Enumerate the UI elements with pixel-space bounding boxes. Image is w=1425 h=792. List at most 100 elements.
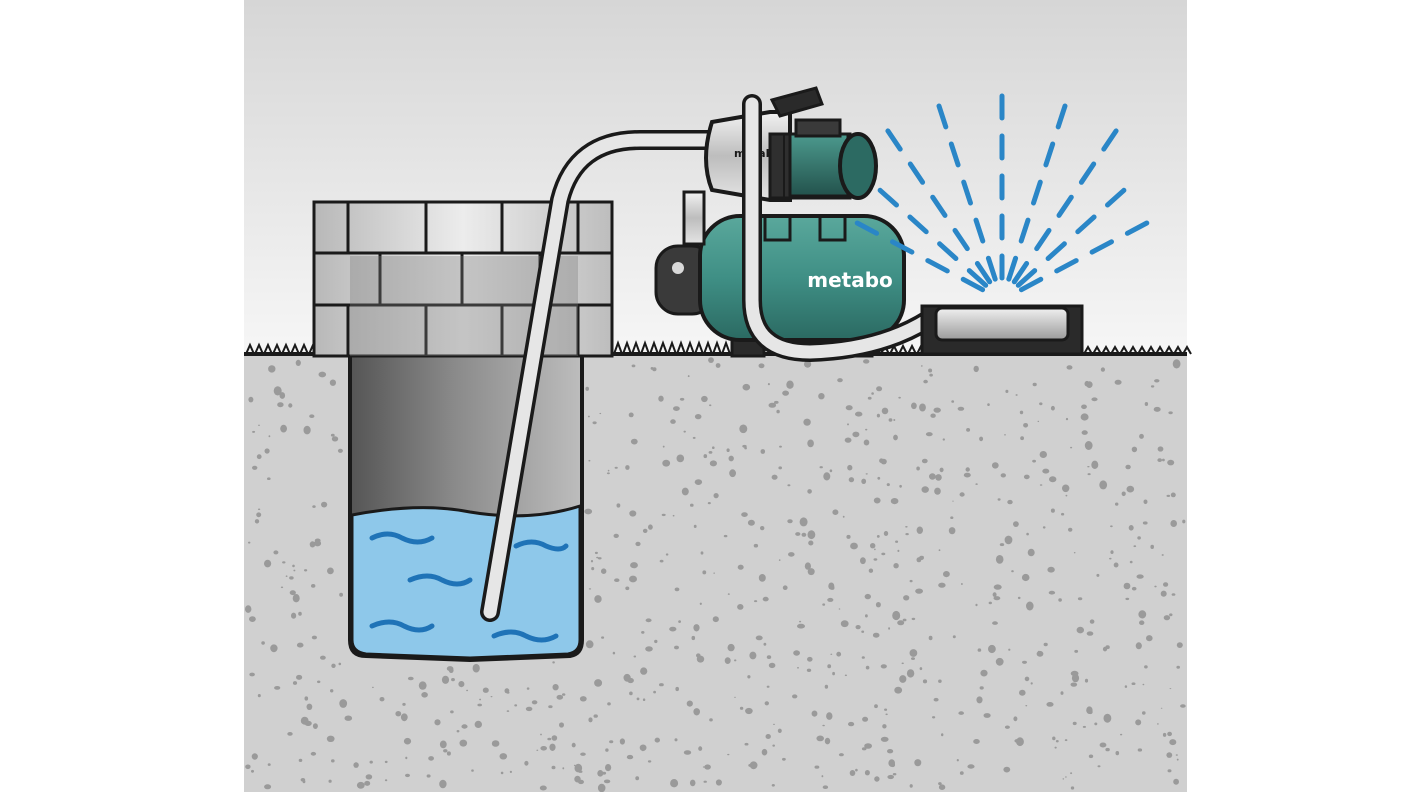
soil-speck — [443, 749, 448, 753]
soil-speck — [245, 605, 252, 613]
soil-speck — [916, 466, 920, 471]
soil-speck — [864, 743, 872, 749]
soil-speck — [328, 779, 332, 783]
soil-speck — [1131, 586, 1137, 591]
soil-speck — [320, 655, 326, 660]
soil-speck — [778, 466, 782, 470]
spray-dash — [1075, 214, 1097, 235]
soil-speck — [703, 454, 708, 459]
spray-dash — [854, 220, 880, 236]
soil-speck — [1017, 596, 1021, 600]
soil-speck — [758, 574, 766, 582]
soil-speck — [339, 592, 343, 597]
soil-speck — [310, 751, 317, 756]
soil-speck — [977, 648, 982, 652]
soil-speck — [268, 435, 271, 438]
soil-speck — [739, 706, 744, 710]
soil-speck — [766, 655, 772, 659]
soil-speck — [1143, 499, 1148, 505]
soil-speck — [898, 396, 901, 399]
soil-speck — [1081, 430, 1088, 435]
soil-speck — [439, 779, 447, 789]
soil-speck — [588, 588, 592, 590]
soil-speck — [1042, 468, 1050, 474]
soil-speck — [1099, 480, 1108, 490]
spray-dash — [1034, 227, 1052, 252]
soil-speck — [506, 710, 510, 712]
soil-speck — [976, 696, 983, 704]
soil-speck — [1133, 545, 1137, 548]
soil-speck — [832, 509, 839, 515]
spray-dash — [1078, 161, 1097, 185]
soil-speck — [329, 379, 336, 386]
soil-speck — [727, 753, 730, 756]
soil-speck — [1170, 520, 1177, 527]
soil-speck — [693, 708, 700, 716]
soil-speck — [906, 669, 915, 678]
soil-speck — [450, 710, 454, 714]
soil-speck — [1131, 446, 1138, 453]
soil-speck — [899, 675, 907, 683]
soil-speck — [1074, 649, 1079, 653]
soil-speck — [580, 752, 586, 756]
soil-speck — [547, 737, 552, 741]
soil-speck — [892, 773, 897, 776]
soil-speck — [623, 673, 631, 682]
soil-speck — [1135, 642, 1142, 650]
soil-speck — [975, 603, 978, 607]
soil-speck — [344, 715, 353, 721]
soil-speck — [952, 635, 956, 639]
soil-speck — [331, 759, 335, 763]
soil-speck — [596, 556, 599, 559]
soil-speck — [592, 421, 597, 425]
soil-speck — [578, 779, 584, 785]
soil-speck — [933, 407, 941, 413]
soil-speck — [847, 423, 849, 426]
soil-speck — [1004, 434, 1006, 436]
soil-speck — [1161, 554, 1164, 556]
soil-speck — [309, 541, 316, 548]
soil-speck — [1003, 766, 1011, 773]
soil-speck — [491, 740, 500, 747]
soil-speck — [1023, 474, 1030, 480]
soil-speck — [1058, 598, 1062, 602]
soil-speck — [296, 674, 303, 680]
soil-speck — [1088, 754, 1094, 759]
soil-speck — [1125, 464, 1131, 470]
soil-speck — [742, 383, 751, 391]
soil-speck — [707, 502, 711, 505]
soil-speck — [806, 668, 812, 672]
soil-speck — [823, 472, 831, 481]
soil-speck — [1176, 665, 1180, 669]
soil-speck — [562, 767, 565, 770]
soil-speck — [1062, 778, 1065, 780]
soil-speck — [458, 681, 465, 688]
soil-speck — [911, 617, 916, 621]
spray-dash — [937, 241, 959, 261]
soil-speck — [256, 512, 262, 518]
soil-speck — [1089, 619, 1095, 624]
soil-speck — [1167, 769, 1172, 773]
soil-speck — [1070, 786, 1075, 790]
soil-speck — [607, 469, 610, 472]
soil-speck — [792, 694, 798, 699]
soil-speck — [1163, 582, 1169, 587]
soil-speck — [911, 657, 915, 660]
spray-dash — [966, 268, 989, 288]
soil-speck — [708, 357, 714, 363]
spray-dash — [1015, 268, 1038, 288]
soil-speck — [983, 713, 991, 718]
soil-speck — [289, 590, 296, 596]
soil-speck — [254, 519, 260, 524]
soil-speck — [807, 489, 812, 494]
soil-speck — [605, 748, 609, 752]
soil-specks — [245, 357, 1186, 792]
soil-speck — [814, 765, 820, 769]
soil-speck — [630, 562, 638, 569]
soil-speck — [252, 465, 258, 470]
soil-speck — [687, 375, 690, 378]
soil-speck — [819, 466, 823, 469]
soil-speck — [804, 360, 812, 368]
soil-speck — [1039, 451, 1048, 458]
